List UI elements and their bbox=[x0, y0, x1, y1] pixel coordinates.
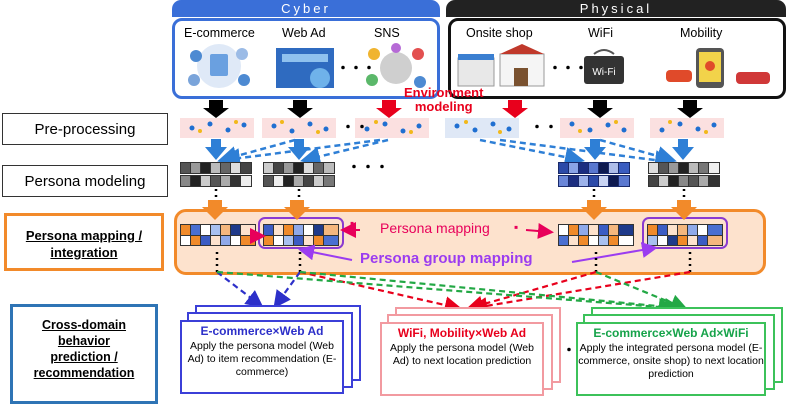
card-ecommerce-webad-wifi-text: Apply the integrated persona model (E-co… bbox=[578, 342, 764, 380]
physical-ellipsis: ・・・ bbox=[548, 60, 588, 76]
persona-group-mapping-label: Persona group mapping bbox=[360, 250, 533, 267]
svg-text:Wi-Fi: Wi-Fi bbox=[592, 67, 615, 78]
source-wifi-label: WiFi bbox=[588, 26, 613, 40]
card-ecommerce-webad-wifi-title: E-commerce×Web Ad×WiFi bbox=[593, 326, 749, 340]
source-mobility-label: Mobility bbox=[680, 26, 723, 40]
shop-icon bbox=[457, 44, 545, 87]
persona-mapping-label: Persona mapping bbox=[380, 220, 490, 236]
card-wifi-mobility-webad-title: WiFi, Mobility×Web Ad bbox=[397, 326, 527, 340]
svg-text:・・・: ・・・ bbox=[347, 159, 389, 175]
preproc-ellipsis-2: ・・ bbox=[530, 119, 558, 135]
ecommerce-icon bbox=[188, 44, 250, 88]
stage-persona-mapping: Persona mapping / integration bbox=[4, 213, 164, 271]
source-ecommerce-label: E-commerce bbox=[184, 26, 255, 40]
card-wifi-mobility-webad: WiFi, Mobility×Web Ad Apply the persona … bbox=[380, 322, 544, 396]
persona-strips-modeling bbox=[180, 162, 720, 187]
card-ecommerce-webad-title: E-commerce×Web Ad bbox=[200, 324, 324, 338]
stage-preprocessing: Pre-processing bbox=[2, 113, 168, 145]
mobility-icon bbox=[666, 48, 770, 88]
source-down-arrows bbox=[203, 100, 703, 118]
card-ecommerce-webad-text: Apply the persona model (Web Ad) to item… bbox=[187, 340, 337, 378]
environment-modeling-label: Environment modeling bbox=[404, 85, 484, 114]
sns-icon bbox=[366, 43, 426, 88]
persona-strips-mapping bbox=[180, 224, 723, 246]
orange-down-arrows bbox=[202, 200, 697, 220]
physical-tab: Physical bbox=[446, 0, 786, 17]
preprocessing-graphs bbox=[180, 118, 724, 138]
card-ecommerce-webad-wifi: E-commerce×Web Ad×WiFi Apply the integra… bbox=[576, 322, 766, 396]
card-ecommerce-webad: E-commerce×Web Ad Apply the persona mode… bbox=[180, 320, 344, 394]
wifi-icon: Wi-Fi bbox=[584, 49, 624, 84]
stage-cross-domain: Cross-domain behavior prediction / recom… bbox=[10, 304, 158, 404]
cyber-ellipsis: ・・・ bbox=[336, 60, 376, 76]
source-webad-label: Web Ad bbox=[282, 26, 326, 40]
web-ad-icon bbox=[276, 48, 334, 88]
mapping-dot-left: ▪ bbox=[350, 216, 355, 230]
preproc-ellipsis: ・・ bbox=[341, 119, 369, 135]
mapping-dot-right: ▪ bbox=[514, 220, 519, 234]
source-onsite-label: Onsite shop bbox=[466, 26, 533, 40]
card-wifi-mobility-webad-text: Apply the persona model (Web Ad) to next… bbox=[390, 342, 534, 367]
stage-persona-modeling: Persona modeling bbox=[2, 165, 168, 197]
cyber-tab: Cyber bbox=[172, 0, 440, 17]
source-sns-label: SNS bbox=[374, 26, 400, 40]
